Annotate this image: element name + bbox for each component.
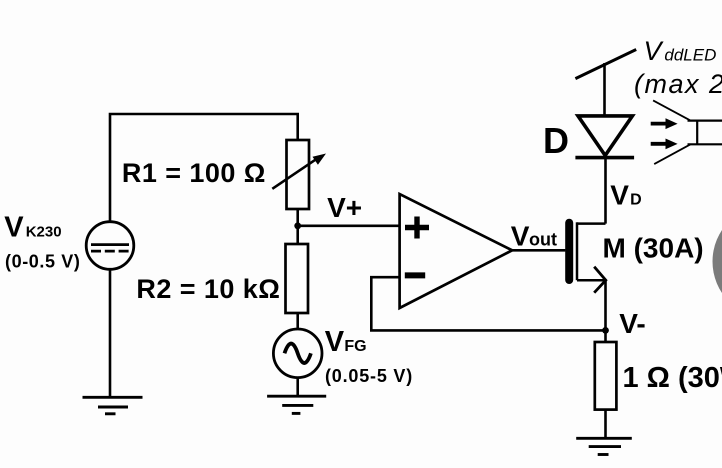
svg-text:V: V [511, 220, 530, 251]
svg-text:V: V [4, 211, 24, 243]
svg-text:K230: K230 [26, 223, 62, 240]
svg-text:M (30A): M (30A) [603, 232, 704, 263]
svg-text:(max 2.5 A): (max 2.5 A) [634, 69, 722, 99]
svg-text:D: D [630, 192, 642, 209]
svg-text:V: V [610, 180, 629, 211]
svg-text:out: out [529, 229, 557, 249]
svg-text:V: V [325, 326, 345, 358]
svg-text:V+: V+ [327, 192, 362, 223]
svg-text:FG: FG [344, 338, 366, 355]
svg-text:(0.05-5 V): (0.05-5 V) [325, 366, 413, 386]
svg-text:R1 = 100 Ω: R1 = 100 Ω [122, 158, 266, 188]
svg-text:(0-0.5 V): (0-0.5 V) [5, 252, 80, 272]
svg-text:R2 = 10 kΩ: R2 = 10 kΩ [136, 274, 280, 304]
svg-text:1 Ω (30W): 1 Ω (30W) [623, 362, 722, 394]
svg-text:V: V [644, 36, 665, 66]
svg-text:ddLED: ddLED [664, 46, 716, 65]
svg-text:V-: V- [619, 308, 645, 339]
svg-text:D: D [543, 120, 569, 161]
